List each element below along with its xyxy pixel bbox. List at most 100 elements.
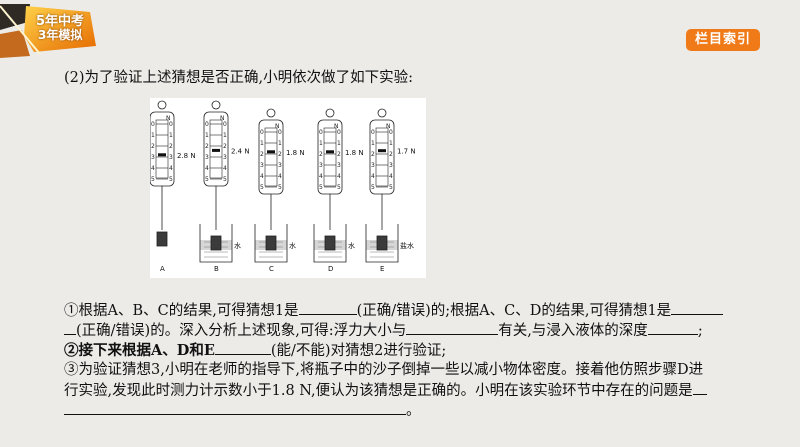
- bottle: [376, 235, 388, 251]
- blank-2[interactable]: [671, 300, 724, 315]
- scale-tick-left: 2: [319, 151, 323, 158]
- column-index-button[interactable]: 栏目索引: [686, 29, 760, 51]
- scale-tick-left: 0: [371, 129, 375, 136]
- scale-tick-right: 2: [169, 143, 173, 150]
- setup-label: A: [160, 265, 165, 273]
- setup-label: C: [269, 265, 274, 273]
- scale-tick-left: 5: [371, 184, 375, 191]
- scale-tick-left: 2: [371, 151, 375, 158]
- unit-label: N: [386, 123, 391, 130]
- scale-tick-right: 2: [389, 151, 393, 158]
- question-3-line-1: ③为验证猜想3,小明在老师的指导下,将瓶子中的沙子倒掉一些以减小物体密度。接着他…: [64, 362, 704, 378]
- scale-tick-left: 3: [371, 162, 375, 169]
- scale-tick-left: 2: [260, 151, 264, 158]
- scale-tick-left: 0: [151, 121, 155, 128]
- blank-4[interactable]: [647, 320, 698, 335]
- scale-tick-right: 0: [278, 129, 282, 136]
- unit-label: N: [166, 115, 171, 122]
- scale-tick-right: 0: [169, 121, 173, 128]
- liquid-label: 水: [289, 241, 296, 250]
- logo-line1: 5年中考: [36, 14, 85, 29]
- scale-tick-right: 4: [169, 165, 173, 172]
- liquid-label: 水: [348, 241, 355, 250]
- liquid-label: 水: [234, 241, 241, 250]
- scale-tick-left: 0: [205, 121, 209, 128]
- blank-3[interactable]: [406, 320, 499, 335]
- blank-2-cont[interactable]: [64, 320, 76, 335]
- scale-tick-left: 0: [260, 129, 264, 136]
- scale-tick-left: 1: [151, 132, 155, 139]
- scale-tick-left: 3: [151, 154, 155, 161]
- intro-text: (2)为了验证上述猜想是否正确,小明依次做了如下实验:: [64, 70, 414, 86]
- unit-label: N: [334, 123, 339, 130]
- scale-tick-right: 1: [169, 132, 173, 139]
- scale-tick-right: 2: [278, 151, 282, 158]
- scale-tick-right: 0: [389, 129, 393, 136]
- scale-tick-left: 2: [205, 143, 209, 150]
- scale-tick-right: 4: [278, 173, 282, 180]
- question-2: ②接下来根据A、D和E(能/不能)对猜想2进行验证;: [64, 340, 447, 359]
- unit-label: N: [275, 123, 280, 130]
- scale-tick-right: 3: [223, 154, 227, 161]
- scale-tick-right: 5: [278, 184, 282, 191]
- brand-logo: 5年中考 3年模拟: [0, 0, 100, 60]
- setup-label: E: [380, 265, 384, 273]
- reading-label: 2.4 N: [231, 147, 250, 155]
- reading-label: 1.8 N: [345, 149, 364, 157]
- scale-tick-right: 4: [337, 173, 341, 180]
- bottle: [324, 235, 336, 251]
- setup-label: D: [328, 265, 333, 273]
- scale-tick-left: 4: [205, 165, 209, 172]
- scale-tick-left: 3: [205, 154, 209, 161]
- scale-tick-left: 1: [205, 132, 209, 139]
- scale-tick-left: 5: [319, 184, 323, 191]
- scale-tick-left: 0: [319, 129, 323, 136]
- scale-tick-right: 1: [337, 140, 341, 147]
- bottle: [265, 235, 277, 251]
- scale-tick-left: 4: [151, 165, 155, 172]
- scale-tick-left: 5: [151, 176, 155, 183]
- scale-tick-right: 5: [389, 184, 393, 191]
- liquid-label: 盐水: [400, 241, 414, 250]
- blank-6-cont[interactable]: [64, 400, 406, 415]
- scale-tick-right: 5: [223, 176, 227, 183]
- blank-1[interactable]: [298, 300, 357, 315]
- reading-label: 1.7 N: [397, 148, 416, 156]
- scale-tick-right: 0: [337, 129, 341, 136]
- scale-tick-right: 5: [337, 184, 341, 191]
- scale-tick-right: 4: [389, 173, 393, 180]
- unit-label: N: [220, 115, 225, 122]
- scale-tick-left: 1: [371, 140, 375, 147]
- scale-tick-left: 5: [205, 176, 209, 183]
- scale-tick-left: 4: [319, 173, 323, 180]
- scale-tick-left: 3: [260, 162, 264, 169]
- scale-tick-left: 2: [151, 143, 155, 150]
- bottle: [210, 235, 222, 251]
- scale-tick-left: 1: [260, 140, 264, 147]
- scale-pointer: [158, 153, 166, 157]
- bottle: [156, 231, 168, 247]
- scale-pointer: [267, 150, 275, 154]
- scale-pointer: [212, 148, 220, 152]
- question-3-line-3: 。: [64, 400, 421, 421]
- scale-tick-left: 5: [260, 184, 264, 191]
- scale-tick-right: 5: [169, 176, 173, 183]
- scale-pointer: [326, 150, 334, 154]
- scale-tick-right: 3: [389, 162, 393, 169]
- scale-tick-right: 0: [223, 121, 227, 128]
- scale-tick-right: 3: [337, 162, 341, 169]
- scale-tick-left: 1: [319, 140, 323, 147]
- blank-6[interactable]: [692, 380, 707, 395]
- scale-tick-right: 1: [223, 132, 227, 139]
- scale-tick-right: 3: [169, 154, 173, 161]
- scale-tick-right: 4: [223, 165, 227, 172]
- reading-label: 2.8 N: [177, 152, 196, 160]
- blank-5[interactable]: [214, 340, 271, 355]
- scale-tick-right: 2: [223, 143, 227, 150]
- question-1-line-1: ①根据A、B、C的结果,可得猜想1是(正确/错误)的;根据A、C、D的结果,可得…: [64, 300, 724, 321]
